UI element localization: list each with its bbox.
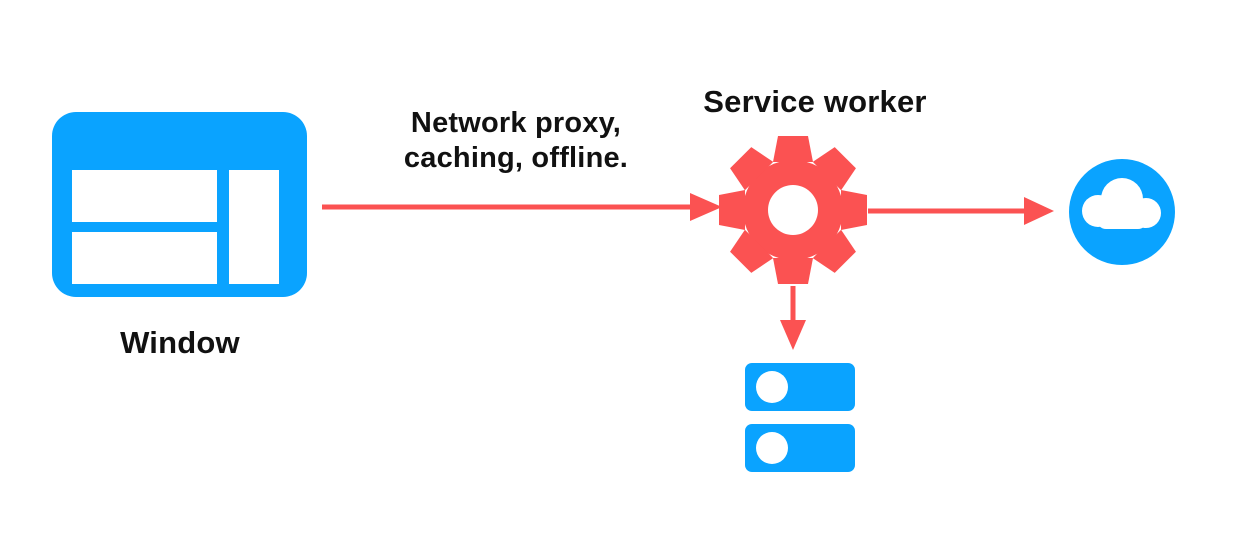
window-panel-bottom-left <box>72 232 217 284</box>
edge-annotation-line-2: caching, offline. <box>403 142 629 175</box>
cloud-glyph <box>1082 178 1161 229</box>
storage-bar-bottom <box>745 424 855 472</box>
storage-bar-top <box>745 363 855 411</box>
cloud-icon <box>1069 159 1175 265</box>
server-storage-icon <box>745 363 855 472</box>
window-node-label: Window <box>120 325 240 360</box>
arrow-service-worker-to-cloud <box>868 197 1054 225</box>
arrow-window-to-service-worker <box>322 193 722 221</box>
edge-annotation-line-1: Network proxy, <box>410 107 622 139</box>
browser-window-icon <box>52 112 307 297</box>
gear-icon <box>719 136 867 284</box>
window-panel-right <box>229 170 279 284</box>
gear-center-hole <box>768 185 818 235</box>
edge-annotation-network-proxy: Network proxy, caching, offline. <box>370 106 662 177</box>
window-panel-top-left <box>72 170 217 222</box>
service-worker-node-label: Service worker <box>703 84 927 119</box>
arrow-service-worker-to-storage <box>780 286 806 350</box>
